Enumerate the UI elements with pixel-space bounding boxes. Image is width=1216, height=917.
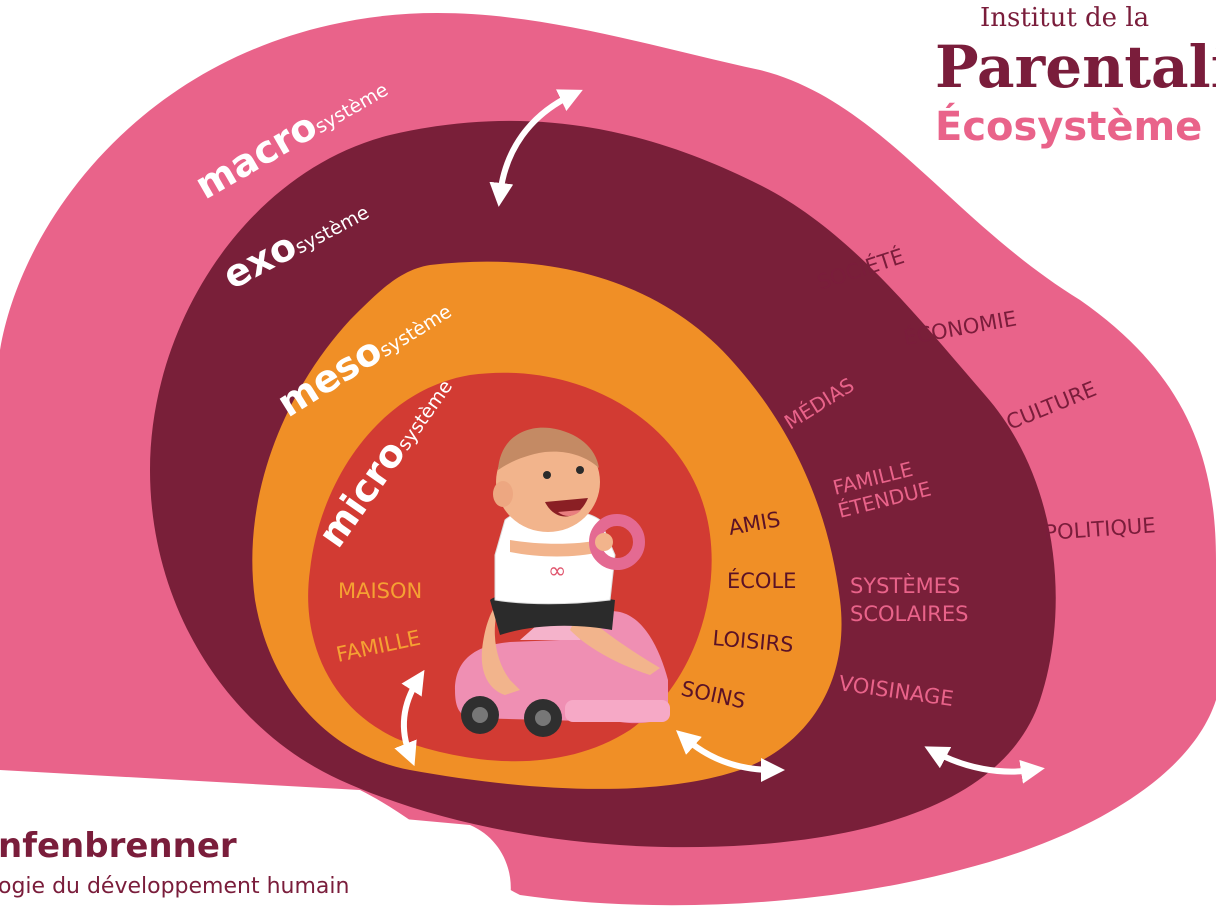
baby-illustration: ∞: [455, 427, 670, 737]
exo-item-scolaires: SCOLAIRES: [850, 602, 968, 626]
double-arrow-icon: [489, 89, 583, 207]
micro-item-maison: MAISON: [338, 579, 422, 603]
caption-title: nfenbrenner: [0, 826, 237, 866]
double-arrow-icon: [924, 746, 1045, 784]
meso-item-ecole: ÉCOLE: [727, 568, 796, 593]
brand-line3: Écosystème: [935, 102, 1202, 150]
infinity-logo-icon: ∞: [548, 559, 566, 584]
exo-item-systemes: SYSTÈMES: [850, 573, 960, 598]
caption-subtitle: ogie du développement humain: [0, 874, 349, 899]
caption-bubble: [0, 790, 511, 917]
brand-line1: Institut de la: [980, 3, 1149, 33]
double-arrow-icon: [394, 669, 425, 767]
double-arrow-icon: [675, 730, 785, 782]
brand-line2: Parentalit: [935, 33, 1216, 101]
